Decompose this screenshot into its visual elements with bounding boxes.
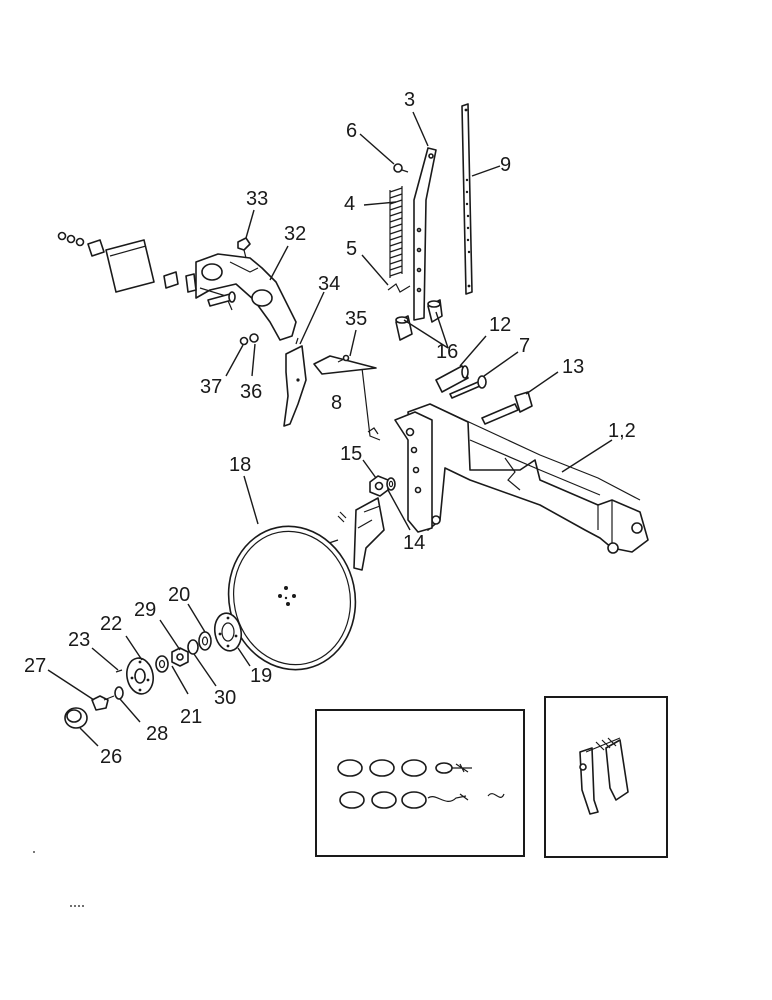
callout-30: 30 bbox=[214, 687, 236, 709]
callout-21: 21 bbox=[180, 706, 202, 728]
nut bbox=[171, 647, 189, 667]
bolt bbox=[393, 163, 409, 173]
adjustment-strap bbox=[461, 103, 473, 295]
washer bbox=[386, 477, 396, 491]
pin bbox=[387, 283, 411, 293]
callout-7: 7 bbox=[519, 335, 530, 357]
callout-13: 13 bbox=[562, 356, 584, 378]
bolt bbox=[91, 695, 115, 711]
callout-4: 4 bbox=[344, 193, 355, 215]
callout-labels: 1,2 3 4 5 6 7 8 9 12 13 14 15 16 18 19 2… bbox=[24, 89, 636, 768]
scraper-inset bbox=[544, 696, 668, 858]
page-marks bbox=[33, 851, 86, 907]
callout-29: 29 bbox=[134, 599, 156, 621]
callout-32: 32 bbox=[284, 223, 306, 245]
callout-23: 23 bbox=[68, 629, 90, 651]
callout-1-2: 1,2 bbox=[608, 420, 636, 442]
callout-20: 20 bbox=[168, 584, 190, 606]
washer bbox=[239, 336, 249, 346]
chain-upper bbox=[337, 759, 472, 777]
callout-33: 33 bbox=[246, 188, 268, 210]
bushing bbox=[435, 365, 469, 393]
callout-26: 26 bbox=[100, 746, 122, 768]
callout-3: 3 bbox=[404, 89, 415, 111]
long-bolt bbox=[481, 391, 533, 425]
washer bbox=[114, 686, 124, 700]
callout-19: 19 bbox=[250, 665, 272, 687]
callout-35: 35 bbox=[345, 308, 367, 330]
disc bbox=[227, 525, 357, 671]
nut bbox=[369, 475, 389, 497]
bearing bbox=[155, 655, 169, 673]
callout-5: 5 bbox=[346, 238, 357, 260]
scraper bbox=[323, 367, 385, 571]
spring bbox=[389, 186, 403, 278]
frame-arm bbox=[394, 403, 649, 554]
callout-16: 16 bbox=[436, 341, 458, 363]
callout-14: 14 bbox=[403, 532, 425, 554]
callout-18: 18 bbox=[229, 454, 251, 476]
seal bbox=[187, 639, 199, 655]
callout-6: 6 bbox=[346, 120, 357, 142]
callout-37: 37 bbox=[200, 376, 222, 398]
callout-15: 15 bbox=[340, 443, 362, 465]
point bbox=[283, 337, 307, 427]
bolt bbox=[237, 237, 251, 259]
cotter-pin bbox=[115, 669, 123, 673]
spring-rod bbox=[413, 147, 437, 321]
leader-lines bbox=[47, 111, 613, 747]
washer bbox=[198, 631, 212, 651]
blade bbox=[313, 354, 377, 375]
nut bbox=[249, 333, 259, 343]
dust-cap bbox=[64, 707, 88, 729]
callout-8: 8 bbox=[331, 392, 342, 414]
bearing-plate bbox=[213, 612, 243, 652]
seal bbox=[57, 231, 155, 293]
callout-12: 12 bbox=[489, 314, 511, 336]
hub bbox=[126, 657, 154, 695]
callout-36: 36 bbox=[240, 381, 262, 403]
callout-9: 9 bbox=[500, 154, 511, 176]
clevis-pin bbox=[449, 375, 487, 399]
bushing-pair bbox=[395, 299, 443, 341]
callout-34: 34 bbox=[318, 273, 340, 295]
callout-28: 28 bbox=[146, 723, 168, 745]
chain-lower bbox=[339, 791, 505, 809]
callout-22: 22 bbox=[100, 613, 122, 635]
depth-shoe bbox=[163, 253, 297, 341]
callout-27: 27 bbox=[24, 655, 46, 677]
chain-kit-inset bbox=[315, 709, 525, 857]
